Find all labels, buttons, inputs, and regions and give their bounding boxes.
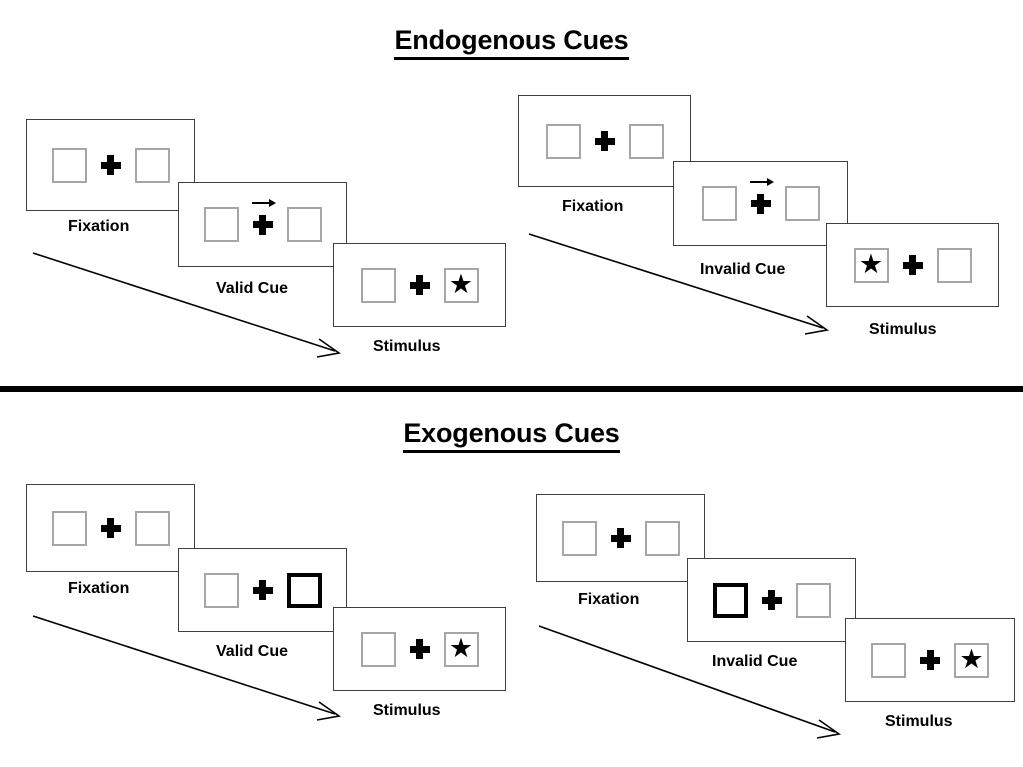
cue-arrow-right-icon (749, 177, 774, 186)
caption-endogenous-valid-fixation: Fixation (68, 218, 130, 235)
frame-content (701, 177, 820, 221)
fixation-cross-wrap (594, 131, 615, 151)
fixation-cross-wrap (761, 590, 782, 610)
stim-box-right (286, 207, 322, 242)
stim-box-right (784, 186, 820, 221)
frame-content (545, 123, 664, 159)
frame-content: ★ (853, 247, 972, 283)
star-icon: ★ (448, 632, 474, 663)
fixation-cross-wrap (749, 177, 774, 214)
flow-arrow-endogenous-invalid (528, 233, 830, 335)
fixation-cross-icon (920, 650, 940, 670)
stim-box-left (360, 631, 396, 667)
panel-endogenous-valid-stimulus: ★ (333, 243, 506, 327)
stim-box-right (795, 582, 831, 618)
stim-box-right-cued (286, 572, 322, 608)
frame-content (203, 572, 322, 608)
frame-content (712, 582, 831, 618)
frame-content (203, 198, 322, 242)
fixation-cross-icon (252, 214, 273, 235)
flow-arrow-exogenous-valid (32, 615, 342, 721)
fixation-cross-wrap (920, 650, 940, 670)
panel-exogenous-invalid-stimulus: ★ (845, 618, 1015, 702)
stim-box-left (360, 267, 396, 303)
panel-exogenous-valid-stimulus: ★ (333, 607, 506, 691)
stim-box-right (644, 520, 680, 556)
caption-endogenous-invalid-fixation: Fixation (562, 198, 624, 215)
stim-box-right (134, 147, 170, 183)
stim-box-left-cued (712, 582, 748, 618)
frame-content (561, 520, 680, 556)
flow-arrow-endogenous-valid (32, 252, 342, 358)
caption-exogenous-valid-stimulus: Stimulus (373, 702, 441, 719)
caption-endogenous-valid-cue: Valid Cue (216, 280, 289, 297)
star-icon: ★ (448, 268, 474, 299)
stim-box-left (701, 186, 737, 221)
fixation-cross-wrap (902, 255, 923, 275)
panel-endogenous-invalid-stimulus: ★ (826, 223, 999, 307)
stim-box-right (936, 247, 972, 283)
fixation-cross-icon (409, 275, 430, 295)
frame-content (51, 510, 170, 546)
fixation-cross-icon (902, 255, 923, 275)
frame-content (51, 147, 170, 183)
caption-endogenous-invalid-stimulus: Stimulus (869, 321, 937, 338)
fixation-cross-icon (100, 518, 121, 538)
stim-box-left (203, 207, 239, 242)
panel-endogenous-valid-fixation (26, 119, 195, 211)
panel-exogenous-invalid-fixation (536, 494, 705, 582)
stim-box-left (51, 147, 87, 183)
fixation-cross-icon (594, 131, 615, 151)
stim-box-right-target: ★ (443, 267, 479, 303)
fixation-cross-wrap (252, 580, 273, 600)
caption-exogenous-valid-cue: Valid Cue (216, 643, 289, 660)
stim-box-left (203, 572, 239, 608)
fixation-cross-icon (252, 580, 273, 600)
panel-exogenous-valid-fixation (26, 484, 195, 572)
cue-arrow-right-icon (251, 198, 276, 207)
star-icon: ★ (959, 643, 984, 674)
fixation-cross-wrap (610, 528, 631, 548)
panel-exogenous-valid-cue (178, 548, 347, 632)
section-title-exogenous-text: Exogenous Cues (403, 418, 620, 453)
fixation-cross-wrap (251, 198, 276, 235)
fixation-cross-wrap (100, 518, 121, 538)
caption-endogenous-invalid-cue: Invalid Cue (700, 261, 786, 278)
section-title-endogenous-text: Endogenous Cues (394, 25, 629, 60)
section-title-endogenous: Endogenous Cues (0, 25, 1023, 60)
fixation-cross-wrap (409, 275, 430, 295)
fixation-cross-wrap (100, 155, 121, 175)
stim-box-right (134, 510, 170, 546)
stim-box-right-target: ★ (443, 631, 479, 667)
frame-content: ★ (360, 267, 479, 303)
stim-box-left (561, 520, 597, 556)
panel-endogenous-invalid-cue (673, 161, 848, 246)
frame-content: ★ (360, 631, 479, 667)
fixation-cross-icon (750, 193, 771, 214)
frame-content: ★ (871, 642, 989, 678)
stim-box-left (51, 510, 87, 546)
fixation-cross-icon (610, 528, 631, 548)
fixation-cross-icon (761, 590, 782, 610)
caption-endogenous-valid-stimulus: Stimulus (373, 338, 441, 355)
fixation-cross-wrap (409, 639, 430, 659)
panel-exogenous-invalid-cue (687, 558, 856, 642)
stim-box-left (871, 642, 906, 678)
fixation-cross-icon (100, 155, 121, 175)
section-title-exogenous: Exogenous Cues (0, 418, 1023, 453)
caption-exogenous-valid-fixation: Fixation (68, 580, 130, 597)
section-divider (0, 386, 1023, 392)
stim-box-right (628, 123, 664, 159)
panel-endogenous-valid-cue (178, 182, 347, 267)
caption-exogenous-invalid-fixation: Fixation (578, 591, 640, 608)
flow-arrow-exogenous-invalid (538, 625, 842, 739)
star-icon: ★ (858, 248, 884, 279)
stim-box-left (545, 123, 581, 159)
caption-exogenous-invalid-stimulus: Stimulus (885, 713, 953, 730)
stim-box-left-target: ★ (853, 247, 889, 283)
stim-box-right-target: ★ (954, 642, 989, 678)
panel-endogenous-invalid-fixation (518, 95, 691, 187)
fixation-cross-icon (409, 639, 430, 659)
caption-exogenous-invalid-cue: Invalid Cue (712, 653, 798, 670)
